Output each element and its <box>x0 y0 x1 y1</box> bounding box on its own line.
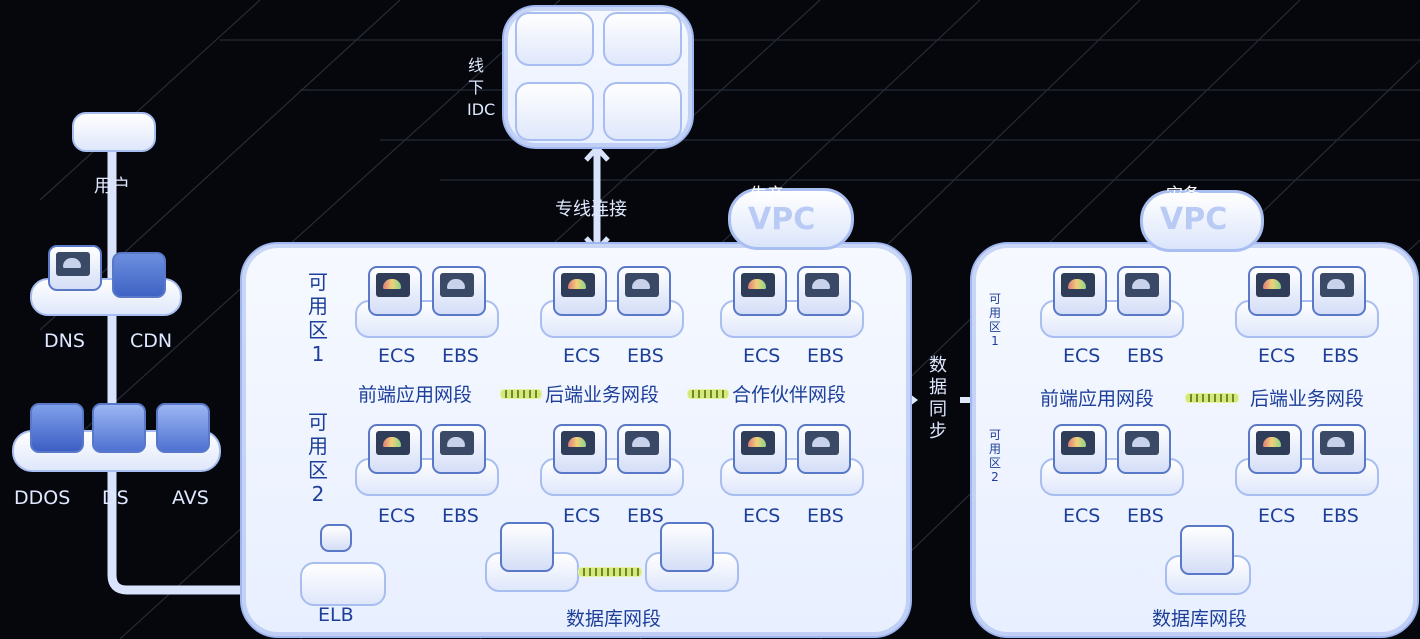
dr-vpc-tag: 灾备 <box>1166 185 1200 205</box>
idc-label: 线下IDC <box>467 56 496 119</box>
ebs-icon <box>797 424 851 474</box>
ebs-label: EBS <box>1127 345 1164 367</box>
ecs-label: ECS <box>378 505 416 527</box>
ebs-label: EBS <box>807 345 844 367</box>
avs-shield-icon <box>156 403 210 453</box>
az1-label: 可用区1 <box>308 270 328 366</box>
ebs-icon <box>432 266 486 316</box>
ecs-label: ECS <box>563 345 601 367</box>
database-icon <box>660 522 714 572</box>
production-vpc-cloud <box>728 188 854 250</box>
cdn-icon <box>112 252 166 298</box>
ebs-icon <box>1117 424 1171 474</box>
ecs-icon <box>553 266 607 316</box>
ecs-label: ECS <box>563 505 601 527</box>
ebs-icon <box>1312 266 1366 316</box>
backend-segment-label: 后端业务网段 <box>545 384 660 406</box>
ecs-icon <box>733 424 787 474</box>
dr-vpc-cloud <box>1140 190 1264 252</box>
database-link <box>578 567 642 577</box>
ebs-label: EBS <box>627 505 664 527</box>
ecs-label: ECS <box>1063 505 1101 527</box>
segment-link <box>687 389 729 399</box>
database-segment-label: 数据库网段 <box>566 608 662 630</box>
data-sync-label: 数据同步 <box>929 355 947 442</box>
frontend-segment-label: 前端应用网段 <box>358 384 473 406</box>
ecs-icon <box>553 424 607 474</box>
ebs-label: EBS <box>442 505 479 527</box>
segment-link <box>500 389 542 399</box>
ecs-label: ECS <box>743 505 781 527</box>
dr-frontend-label: 前端应用网段 <box>1040 388 1155 410</box>
ecs-icon <box>1053 266 1107 316</box>
database-icon <box>500 522 554 572</box>
dr-backend-label: 后端业务网段 <box>1250 388 1365 410</box>
dr-vpc-label: VPC <box>1160 202 1228 237</box>
ecs-label: ECS <box>378 345 416 367</box>
dr-az2-label: 可用区2 <box>988 428 1001 484</box>
dns-label: DNS <box>44 330 85 352</box>
partner-segment-label: 合作伙伴网段 <box>732 384 847 406</box>
ebs-label: EBS <box>807 505 844 527</box>
ecs-icon <box>1248 266 1302 316</box>
dr-database-segment-label: 数据库网段 <box>1152 608 1248 630</box>
server-icon <box>515 82 594 141</box>
dr-az1-label: 可用区1 <box>988 292 1001 348</box>
avs-label: AVS <box>172 487 209 509</box>
ebs-label: EBS <box>1322 505 1359 527</box>
elb-database-icon <box>320 524 352 552</box>
ebs-icon <box>1117 266 1171 316</box>
ecs-label: ECS <box>1258 345 1296 367</box>
az2-label: 可用区2 <box>308 410 328 506</box>
database-icon <box>1180 525 1234 575</box>
ecs-label: ECS <box>1063 345 1101 367</box>
ebs-icon <box>617 424 671 474</box>
server-icon <box>603 12 682 66</box>
segment-link <box>1185 393 1239 403</box>
ecs-icon <box>733 266 787 316</box>
elb-label: ELB <box>318 604 354 626</box>
prod-vpc-label: VPC <box>748 202 816 237</box>
ddos-label: DDOS <box>14 487 71 509</box>
ds-cloud-icon <box>92 403 146 453</box>
ecs-label: ECS <box>743 345 781 367</box>
elb-panel <box>300 562 386 606</box>
server-icon <box>515 12 594 66</box>
ecs-icon <box>1053 424 1107 474</box>
user-label: 用户 <box>94 176 130 197</box>
ebs-label: EBS <box>442 345 479 367</box>
server-icon <box>603 82 682 141</box>
ebs-label: EBS <box>1127 505 1164 527</box>
ecs-icon <box>368 266 422 316</box>
ds-label: DS <box>102 487 129 509</box>
ebs-icon <box>432 424 486 474</box>
ebs-label: EBS <box>1322 345 1359 367</box>
user-monitor-icon <box>72 112 156 152</box>
ecs-icon <box>1248 424 1302 474</box>
ecs-label: ECS <box>1258 505 1296 527</box>
prod-vpc-tag: 生产 <box>750 185 784 205</box>
ebs-label: EBS <box>627 345 664 367</box>
dns-icon <box>48 245 102 291</box>
ebs-icon <box>1312 424 1366 474</box>
ecs-icon <box>368 424 422 474</box>
direct-connect-label: 专线连接 <box>555 199 627 220</box>
ebs-icon <box>797 266 851 316</box>
ddos-shield-icon <box>30 403 84 453</box>
cdn-label: CDN <box>130 330 173 352</box>
ebs-icon <box>617 266 671 316</box>
